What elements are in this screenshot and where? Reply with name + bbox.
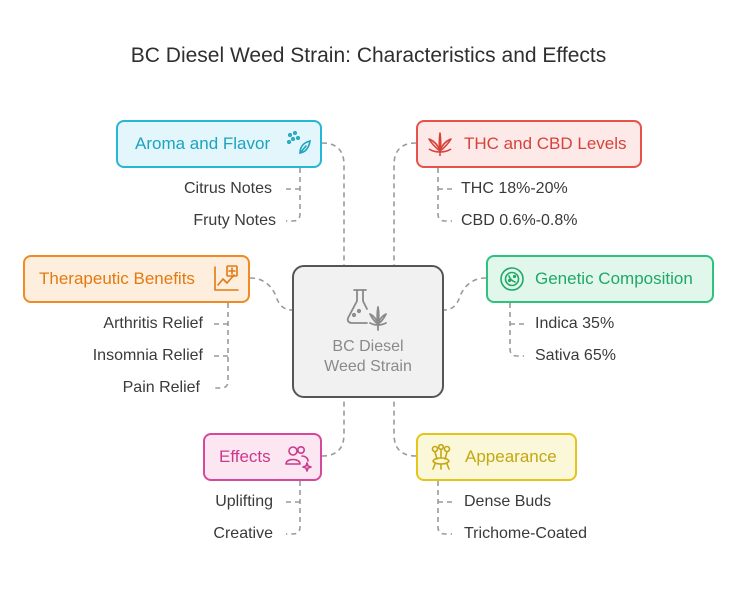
appearance-item-2: Trichome-Coated bbox=[464, 525, 588, 542]
appearance-label: Appearance bbox=[465, 447, 557, 466]
aroma-icon bbox=[286, 130, 311, 154]
genetic-composition-label: Genetic Composition bbox=[535, 269, 693, 288]
aroma-flavor-label: Aroma and Flavor bbox=[135, 134, 271, 153]
genetic-item-1: Indica 35% bbox=[535, 315, 615, 332]
appearance-item-1: Dense Buds bbox=[464, 493, 552, 510]
effects-node: Effects bbox=[203, 433, 322, 481]
appearance-node: Appearance bbox=[416, 433, 577, 481]
users-sparkle-icon bbox=[285, 445, 312, 472]
effects-item-2: Creative bbox=[213, 525, 273, 542]
aroma-flavor-node: Aroma and Flavor bbox=[116, 120, 322, 168]
thc-cbd-node: THC and CBD Levels bbox=[416, 120, 642, 168]
effects-item-1: Uplifting bbox=[215, 493, 273, 510]
therapeutic-benefits-label: Therapeutic Benefits bbox=[39, 269, 195, 288]
thc-cbd-label: THC and CBD Levels bbox=[464, 134, 627, 153]
page-title: BC Diesel Weed Strain: Characteristics a… bbox=[130, 44, 607, 67]
therapeutic-item-1: Arthritis Relief bbox=[103, 315, 203, 332]
genetic-item-2: Sativa 65% bbox=[535, 347, 616, 364]
therapeutic-item-3: Pain Relief bbox=[122, 379, 200, 396]
trichome-icon bbox=[431, 443, 451, 470]
cell-icon bbox=[500, 267, 524, 291]
lab-flask-leaf-icon bbox=[346, 289, 387, 331]
center-node: BC Diesel Weed Strain bbox=[292, 265, 444, 398]
effects-label: Effects bbox=[219, 447, 271, 466]
therapeutic-item-2: Insomnia Relief bbox=[92, 347, 203, 364]
cbd-item-2: CBD 0.6%-0.8% bbox=[461, 212, 578, 229]
thc-item-1: THC 18%-20% bbox=[461, 180, 568, 197]
aroma-item-2: Fruty Notes bbox=[193, 212, 276, 229]
center-line-2: Weed Strain bbox=[324, 358, 412, 375]
chart-plus-icon bbox=[214, 265, 239, 291]
aroma-item-1: Citrus Notes bbox=[183, 180, 272, 197]
center-line-1: BC Diesel bbox=[332, 338, 404, 355]
therapeutic-benefits-node: Therapeutic Benefits bbox=[23, 255, 250, 303]
cannabis-leaf-icon bbox=[428, 132, 452, 156]
genetic-composition-node: Genetic Composition bbox=[486, 255, 714, 303]
